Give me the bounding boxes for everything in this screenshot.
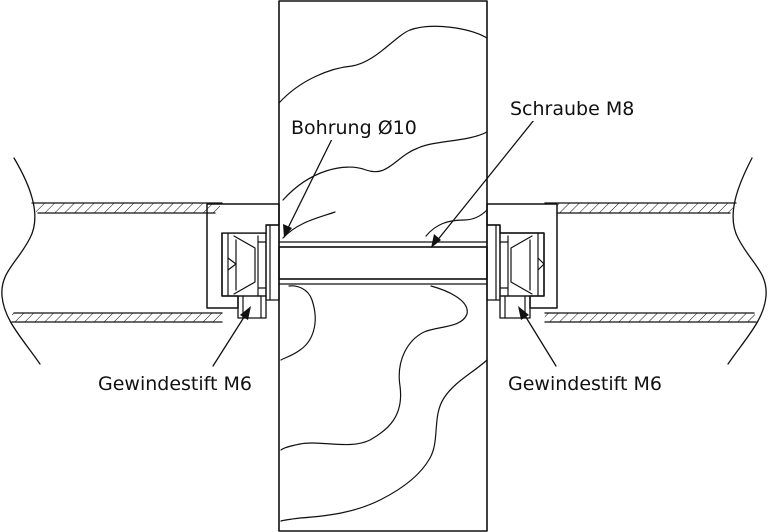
left-tube-top-wall [36, 203, 220, 213]
left-insert-body [206, 203, 280, 309]
bolt-shaft [278, 246, 488, 280]
left-tube [1, 157, 223, 365]
right-break-line [727, 157, 767, 365]
left-break-line [1, 157, 41, 365]
leaders [212, 119, 557, 367]
bohrung-arrowhead [283, 224, 292, 238]
wood-board [278, 0, 488, 532]
right-tube [544, 157, 767, 365]
gewindestift-right-arrowhead [518, 306, 529, 320]
left-insert [206, 203, 280, 319]
bohrung-label: Bohrung Ø10 [291, 117, 417, 139]
wood-board-outline [278, 0, 488, 532]
bolt [278, 241, 488, 285]
right-tube-bottom-wall [545, 313, 755, 322]
gewindestift-left-arrowhead [240, 306, 251, 320]
gewindestift-right-label: Gewindestift M6 [508, 373, 662, 395]
schraube-arrowhead [431, 234, 441, 248]
left-tube-bottom-wall [12, 313, 222, 322]
right-insert-body [486, 203, 558, 309]
right-insert [486, 203, 558, 319]
schraube-label: Schraube M8 [510, 98, 634, 120]
gewindestift-left-label: Gewindestift M6 [98, 373, 252, 395]
right-tube-top-wall [557, 203, 733, 213]
